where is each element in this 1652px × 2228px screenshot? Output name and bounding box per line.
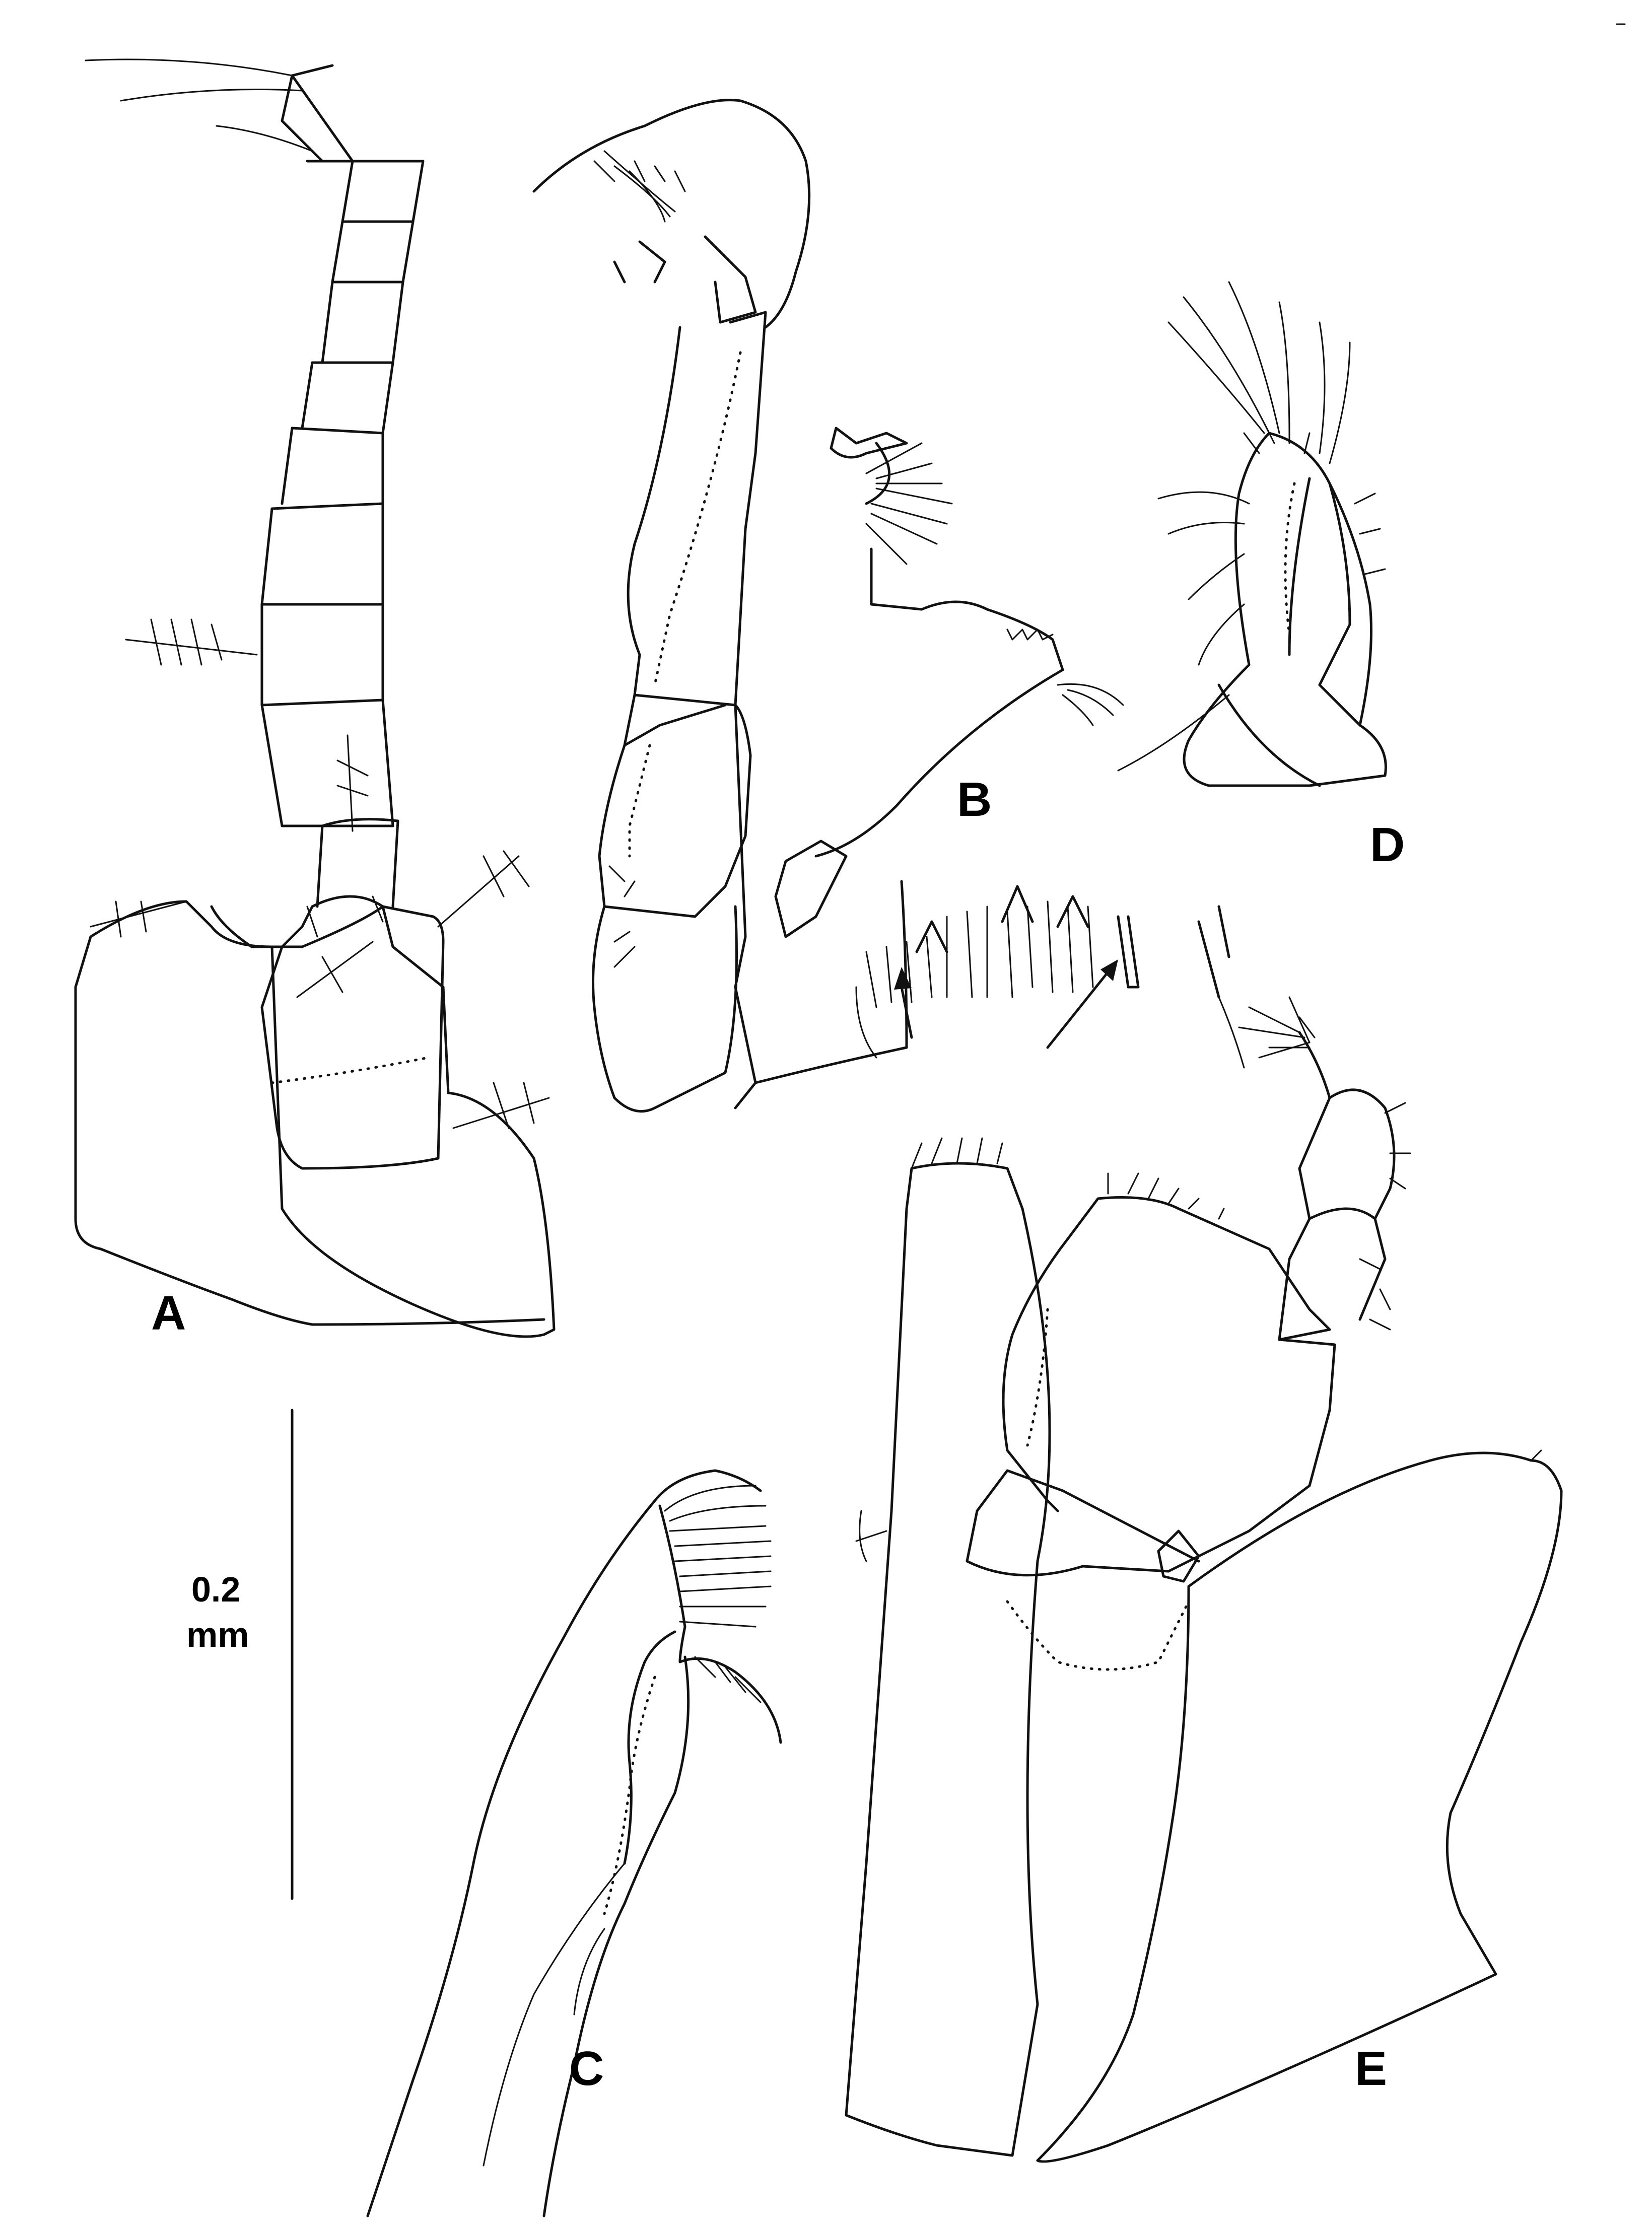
scale-bar-value: 0.2 <box>191 1570 240 1609</box>
scale-bar: 0.2 mm <box>186 1409 294 1900</box>
panel-label-a: A <box>151 1286 186 1340</box>
figure-e-maxilliped <box>845 885 1563 2163</box>
panel-label-e: E <box>1355 2042 1387 2096</box>
panel-label-d: D <box>1370 818 1405 872</box>
panel-label-b: B <box>957 773 992 826</box>
figure-c-maxillule <box>366 1469 782 2217</box>
figure-a-antenna <box>74 58 556 1338</box>
figure-d-maxilla <box>1117 281 1387 787</box>
panel-label-c: C <box>569 2042 604 2096</box>
scale-bar-unit: mm <box>186 1615 249 1654</box>
figure-b-mandible <box>532 99 1124 1113</box>
